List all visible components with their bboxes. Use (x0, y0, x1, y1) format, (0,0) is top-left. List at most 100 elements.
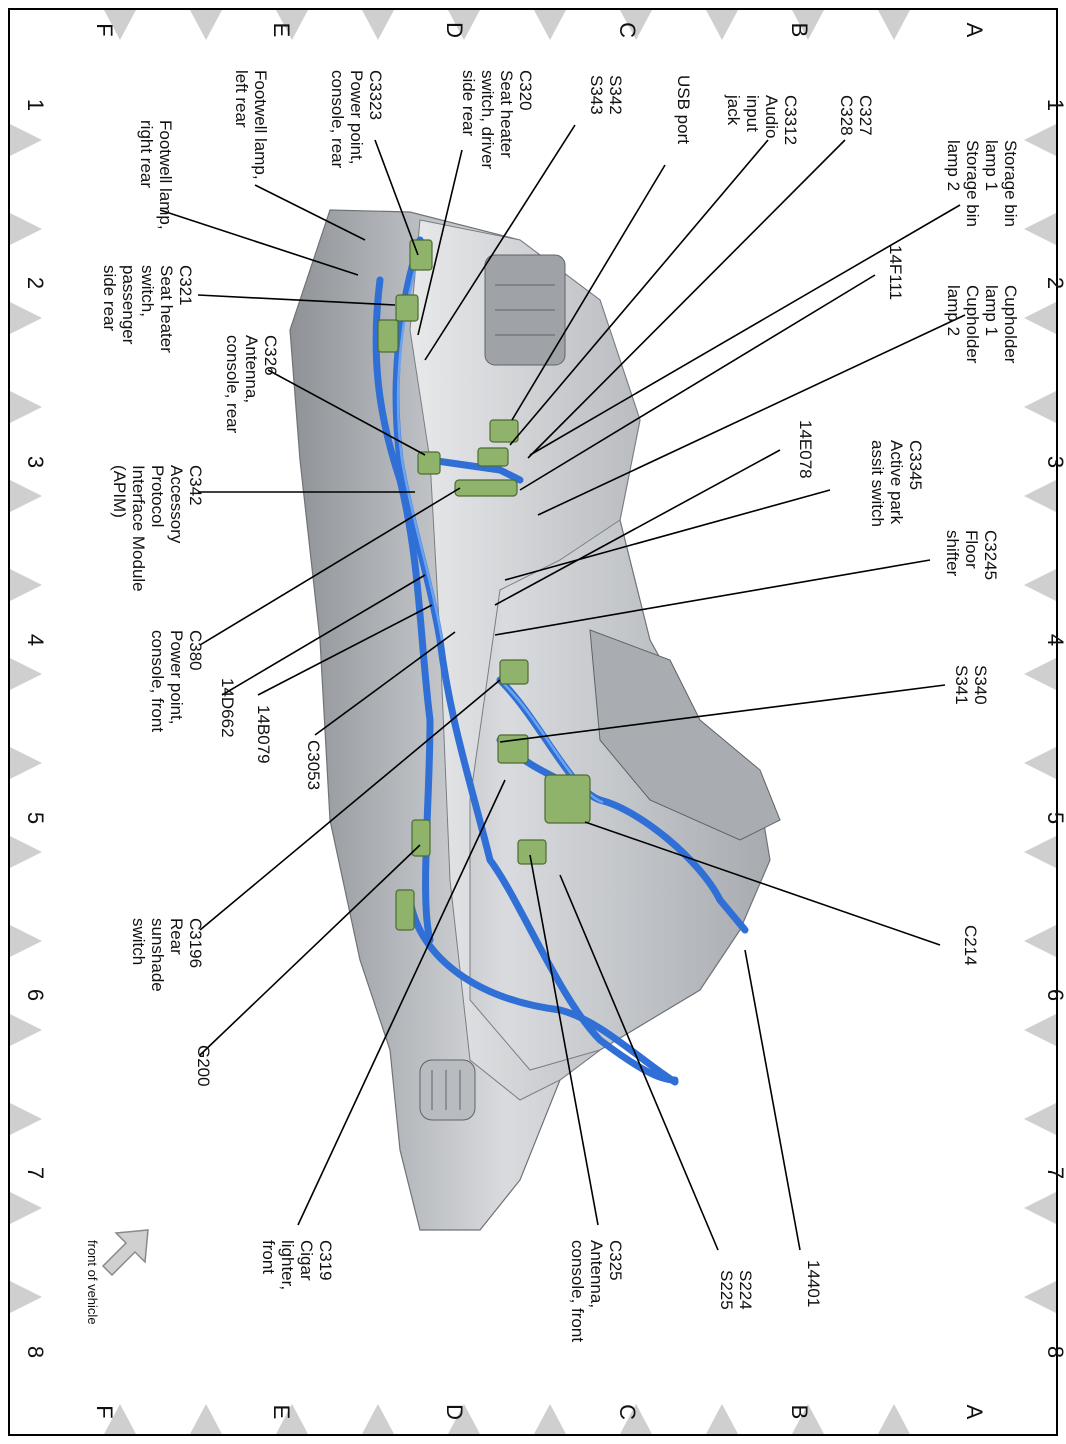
component-label-line: Cupholder (1001, 285, 1020, 364)
component-label-line: switch, (138, 265, 157, 317)
component-label-line: C320 (516, 70, 535, 111)
connector-g200 (411, 819, 431, 857)
front-of-vehicle-label: front of vehicle (85, 1240, 100, 1325)
border-triangle (362, 1404, 394, 1434)
component-label: 14F111 (886, 245, 905, 300)
component-label-line: Power point, (347, 70, 366, 165)
connector-c214 (544, 774, 591, 824)
grid-row-label-bottom: E (269, 1405, 294, 1420)
component-label-line: right rear (137, 120, 156, 188)
connector-c319 (517, 839, 547, 865)
front-vent (419, 1059, 476, 1121)
component-label-line: console, front (148, 630, 167, 732)
border-triangle (10, 1192, 42, 1224)
component-label: 14D662 (218, 678, 237, 738)
border-triangle (190, 1404, 222, 1434)
component-label-line: switch (129, 918, 148, 965)
border-triangle (620, 1404, 652, 1434)
border-triangle (1024, 391, 1056, 423)
border-triangle (620, 10, 652, 40)
component-label-line: console, rear (328, 70, 347, 169)
border-triangle (534, 1404, 566, 1434)
grid-col-label-right: 5 (1043, 812, 1066, 824)
grid-row-label-top: F (92, 23, 117, 36)
border-triangle (448, 10, 480, 40)
component-label: Footwell lamp,left rear (232, 70, 270, 180)
component-label-line: C328 (837, 95, 856, 136)
connector-c321 (395, 294, 419, 322)
shifter-area (589, 629, 781, 841)
component-label: USB port (674, 75, 693, 144)
border-triangle (10, 124, 42, 156)
border-triangle (10, 391, 42, 423)
component-label-line: switch, driver (478, 70, 497, 170)
grid-col-label-right: 3 (1043, 456, 1066, 468)
border-triangle (362, 10, 394, 40)
border-triangle (10, 480, 42, 512)
component-label-line: jack (724, 94, 743, 126)
border-triangle (1024, 569, 1056, 601)
direction-arrow-icon (101, 1229, 149, 1277)
grid-col-label-left: 6 (23, 989, 48, 1001)
border-triangle (10, 747, 42, 779)
component-label: 14401 (804, 1260, 823, 1307)
grid-row-label-top: D (442, 22, 467, 38)
component-label-line: console, front (568, 1240, 587, 1342)
component-label-line: Cigar (297, 1240, 316, 1281)
grid-col-label-right: 6 (1043, 989, 1066, 1001)
border-triangle (706, 10, 738, 40)
border-triangle (1024, 747, 1056, 779)
grid-col-label-right: 4 (1043, 634, 1066, 646)
component-label-line: Rear (167, 918, 186, 955)
component-label-line: USB port (674, 75, 693, 144)
grid-row-label-top: E (269, 23, 294, 38)
component-label-line: left rear (232, 70, 251, 128)
border-triangle (10, 213, 42, 245)
component-label-line: Antenna, (587, 1240, 606, 1308)
connectors (377, 239, 591, 931)
component-label-line: C325 (606, 1240, 625, 1281)
component-label-line: S342 (606, 75, 625, 115)
component-label-line: passenger (119, 265, 138, 345)
border-triangle (534, 10, 566, 40)
grid-row-label-bottom: F (92, 1405, 117, 1418)
component-label: G200 (194, 1045, 213, 1087)
component-label-line: assit switch (868, 440, 887, 527)
component-label-line: Power point, (167, 630, 186, 725)
grid-col-label-left: 7 (23, 1167, 48, 1179)
component-label-line: Seat heater (157, 265, 176, 353)
border-triangle (1024, 213, 1056, 245)
connector-usb (489, 419, 519, 443)
component-label-line: Audio (762, 95, 781, 138)
border-triangle (276, 1404, 308, 1434)
component-label-line: lighter, (278, 1240, 297, 1290)
component-label-line: C3196 (186, 918, 205, 968)
border-triangle (276, 10, 308, 40)
grid-col-label-right: 1 (1043, 99, 1066, 111)
border-triangle (10, 1281, 42, 1313)
component-label-line: sunshade (148, 918, 167, 992)
component-label: C3053 (304, 740, 323, 790)
grid-row-label-bottom: C (615, 1404, 640, 1420)
component-label-line: Protocol (148, 465, 167, 527)
connector-c3312 (477, 447, 509, 467)
grid-row-label-top: C (615, 22, 640, 38)
component-label-line: S224 (736, 1270, 755, 1310)
connector-c320 (377, 319, 399, 353)
component-label-line: C327 (856, 95, 875, 136)
grid-col-label-left: 2 (23, 277, 48, 289)
border-triangle (792, 1404, 824, 1434)
component-label-line: lamp 1 (982, 140, 1001, 191)
component-label-line: C326 (261, 335, 280, 376)
border-triangle (448, 1404, 480, 1434)
